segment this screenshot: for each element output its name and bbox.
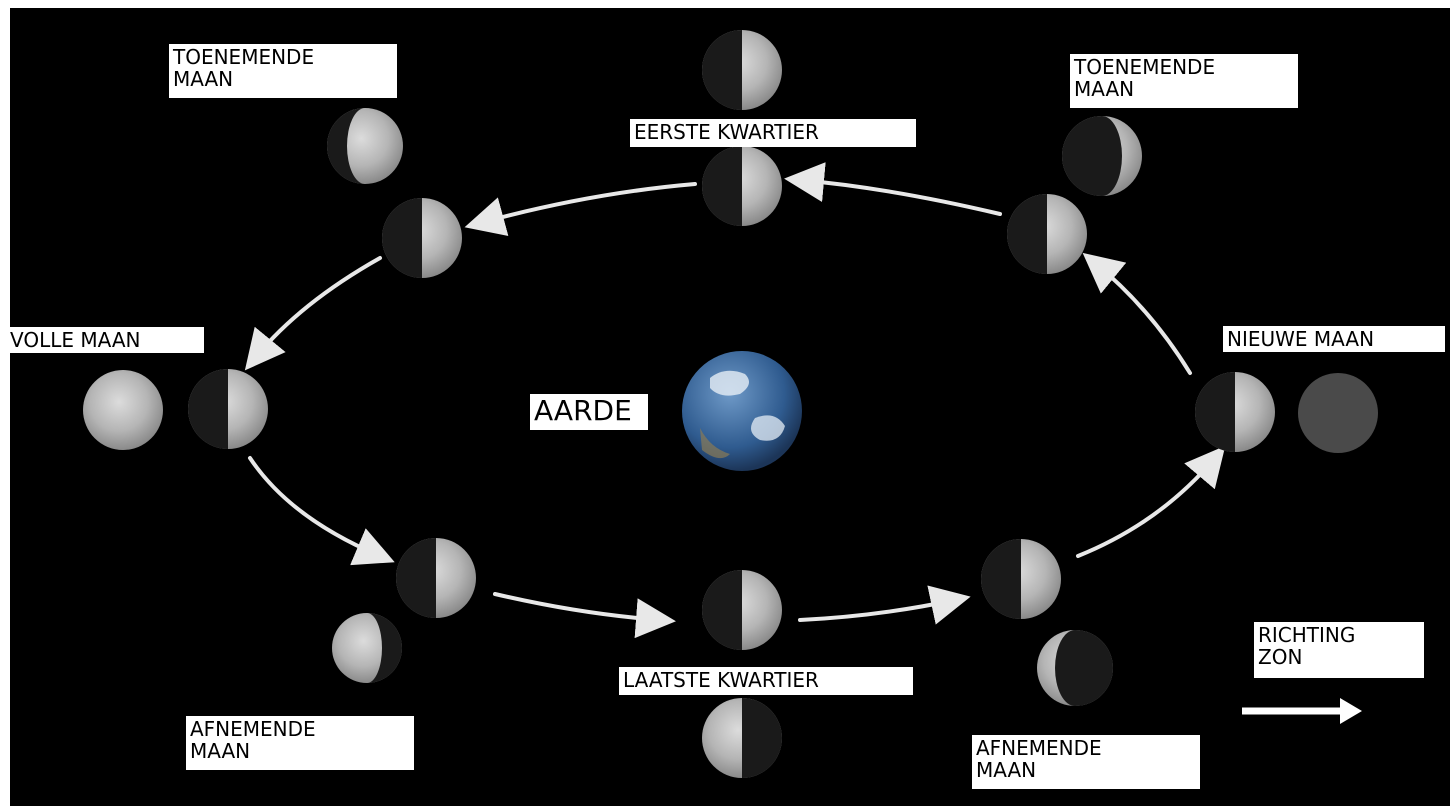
label-laatste-kwartier: LAATSTE KWARTIER [619, 667, 913, 695]
label-eerste-kwartier: EERSTE KWARTIER [630, 119, 916, 147]
moon-phase-icon [702, 698, 782, 778]
moon-phase-icon [382, 198, 462, 278]
moon-phase-icon [332, 613, 402, 683]
moon-phase-icon [1062, 116, 1142, 196]
moon-phase-icon [702, 570, 782, 650]
moon-phase-diagram: TOENEMENDE MAAN TOENEMENDE MAAN EERSTE K… [10, 8, 1450, 806]
moon-phase-icon [1298, 373, 1378, 453]
moon-phase-icon [1007, 194, 1087, 274]
moon-phase-icon [1037, 630, 1113, 706]
label-afnemende-maan-right: AFNEMENDE MAAN [972, 735, 1200, 789]
moon-phase-icon [327, 108, 403, 184]
label-richting-zon: RICHTING ZON [1254, 622, 1424, 678]
moon-phase-icon [702, 30, 782, 110]
moon-phase-icon [188, 369, 268, 449]
moon-phase-icon [396, 538, 476, 618]
moon-phase-icon [83, 370, 163, 450]
moon-phase-icon [1195, 372, 1275, 452]
label-toenemende-maan-left: TOENEMENDE MAAN [169, 44, 397, 98]
moon-phase-icon [702, 146, 782, 226]
label-afnemende-maan-left: AFNEMENDE MAAN [186, 716, 414, 770]
label-aarde: AARDE [530, 394, 648, 430]
moon-phase-icon [981, 539, 1061, 619]
label-volle-maan: VOLLE MAAN [10, 327, 204, 353]
label-nieuwe-maan: NIEUWE MAAN [1223, 326, 1445, 352]
label-toenemende-maan-right: TOENEMENDE MAAN [1070, 54, 1298, 108]
